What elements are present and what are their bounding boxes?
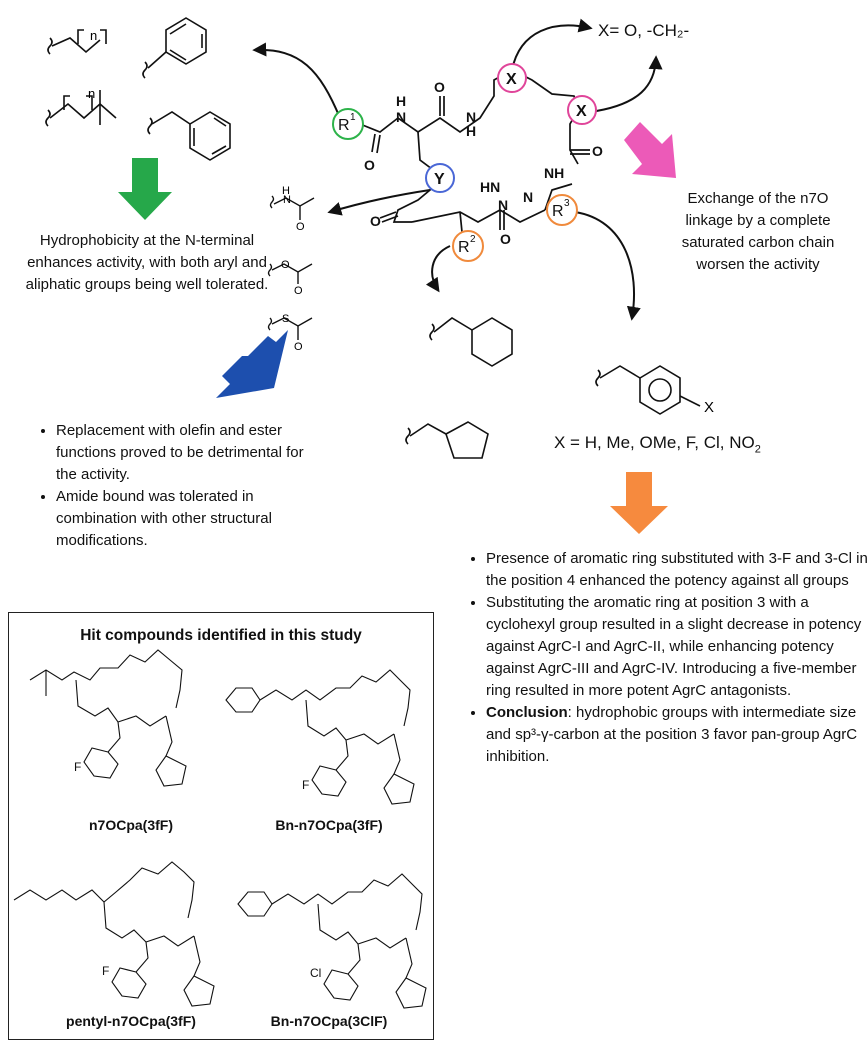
- core-atom-labels: H N O O N H O NH HN N O O N: [364, 79, 603, 247]
- r3-label: R: [552, 203, 564, 220]
- r3-arrow: [574, 211, 641, 321]
- list-item: Conclusion: hydrophobic groups with inte…: [486, 702, 868, 768]
- svg-text:N: N: [498, 197, 508, 213]
- r3-findings-list: Presence of aromatic ring substituted wi…: [468, 548, 868, 768]
- hit-compounds-box: Hit compounds identified in this study n…: [8, 612, 434, 1040]
- y-ester-structure: [267, 263, 313, 284]
- n-subscript: n: [90, 28, 97, 43]
- svg-text:N: N: [283, 194, 291, 206]
- compound-name-1: n7OCpa(3fF): [89, 817, 173, 833]
- x-label-2: X: [576, 103, 587, 120]
- cyclopentylmethyl-structure: [405, 421, 489, 459]
- r2-circle: [452, 230, 484, 262]
- svg-text:O: O: [281, 259, 290, 271]
- r3-circle: [546, 194, 578, 226]
- fluoro-label-1: F: [74, 760, 82, 774]
- pink-arrow: [624, 122, 676, 178]
- hit-box-title: Hit compounds identified in this study: [80, 627, 362, 644]
- y-replacement-list: Replacement with olefin and ester functi…: [38, 420, 306, 552]
- svg-text:N: N: [523, 189, 533, 205]
- svg-text:N: N: [396, 109, 406, 125]
- r2-arrow: [425, 245, 451, 293]
- x-arrow-1: [511, 18, 593, 71]
- svg-text:O: O: [294, 285, 303, 297]
- n-subscript-2: n: [88, 86, 95, 101]
- green-arrow: [118, 158, 172, 220]
- svg-text:HN: HN: [480, 179, 500, 195]
- y-circle: [425, 163, 455, 193]
- hit-compound-2-structure: [225, 669, 415, 805]
- svg-text:O: O: [294, 341, 303, 353]
- compound-name-4: Bn-n7OCpa(3ClF): [270, 1013, 388, 1029]
- y-arrow: [327, 189, 431, 216]
- x-definition-label: X= O, -CH₂-: [598, 21, 690, 40]
- hit-compound-3-structure: [13, 861, 215, 1007]
- svg-text:O: O: [592, 143, 603, 159]
- cyclohexylmethyl-structure: [429, 317, 513, 367]
- svg-text:H: H: [396, 93, 406, 109]
- r2-label: R: [458, 239, 470, 256]
- chloro-label-4: Cl: [310, 966, 322, 980]
- y-thioester-structure: [267, 317, 313, 340]
- substituted-benzyl-structure: [595, 365, 701, 415]
- y-amide-structure: [269, 195, 315, 220]
- orange-arrow: [610, 472, 668, 534]
- r1-arrow: [252, 42, 341, 119]
- svg-text:NH: NH: [544, 165, 564, 181]
- x-label-1: X: [506, 71, 517, 88]
- benzyl-structure: [147, 111, 231, 161]
- x-arrow-2: [589, 55, 663, 113]
- list-item: Amide bound was tolerated in combination…: [56, 486, 306, 552]
- isoalkyl-chain-structure: [45, 90, 117, 127]
- linkage-note: Exchange of the n7O linkage by a complet…: [681, 190, 835, 273]
- list-item: Presence of aromatic ring substituted wi…: [486, 548, 868, 592]
- benzyl-x-label: X: [704, 399, 714, 416]
- hit-compound-1-structure: [29, 649, 187, 787]
- list-item: Replacement with olefin and ester functi…: [56, 420, 306, 486]
- svg-text:1: 1: [350, 112, 356, 123]
- phenyl-structure: [142, 17, 207, 79]
- svg-text:O: O: [296, 221, 305, 233]
- alkyl-chain-n-structure: [47, 29, 107, 55]
- svg-text:O: O: [434, 79, 445, 95]
- fluoro-label-3: F: [102, 964, 110, 978]
- r1-circle: [332, 108, 364, 140]
- svg-text:H: H: [282, 185, 290, 197]
- compound-name-3: pentyl-n7OCpa(3fF): [66, 1013, 196, 1029]
- r1-label: R: [338, 117, 350, 134]
- hydrophobicity-note: Hydrophobicity at the N-terminal enhance…: [25, 232, 269, 293]
- x-circle-1: [497, 63, 527, 93]
- thioester-s-label: S: [282, 313, 289, 325]
- svg-text:N: N: [466, 109, 476, 125]
- svg-text:O: O: [500, 231, 511, 247]
- fluoro-label-2: F: [302, 778, 310, 792]
- blue-arrow: [216, 330, 288, 398]
- svg-text:O: O: [364, 157, 375, 173]
- x-substituents-label: X = H, Me, OMe, F, Cl, NO2: [554, 433, 761, 456]
- x-circle-2: [567, 95, 597, 125]
- y-label: Y: [434, 171, 445, 188]
- svg-text:2: 2: [470, 234, 476, 245]
- list-item: Substituting the aromatic ring at positi…: [486, 592, 868, 702]
- compound-name-2: Bn-n7OCpa(3fF): [275, 817, 383, 833]
- svg-text:3: 3: [564, 198, 570, 209]
- svg-text:O: O: [370, 213, 381, 229]
- hit-compound-4-structure: [237, 873, 427, 1009]
- conclusion-label: Conclusion: [486, 704, 568, 721]
- svg-text:H: H: [466, 123, 476, 139]
